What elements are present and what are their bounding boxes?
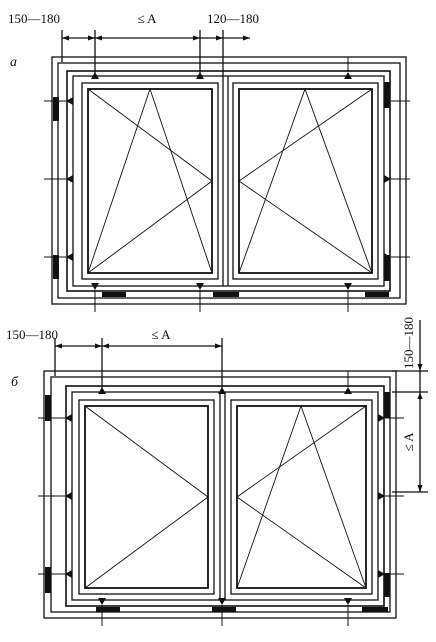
figure-a: [44, 30, 410, 312]
figure-a-anchors: [53, 72, 391, 297]
figure-a-opening: [51, 56, 407, 305]
figure-b-dim-vertical-middle: ≤ A: [401, 432, 416, 452]
figure-b-sash-right: [230, 399, 373, 595]
figure-b-dimension-lines-right: [392, 320, 428, 493]
figure-a-frame: [66, 70, 391, 292]
figure-a-dim-right: 120—180: [207, 11, 259, 26]
figure-a-sash-right: [232, 82, 379, 280]
figure-a-dimension-lines: [61, 30, 250, 76]
figure-a-label: а: [10, 55, 17, 70]
figure-a-fastener-lines: [44, 57, 410, 312]
figure-a-dim-left: 150—180: [8, 11, 60, 26]
figure-b-sash-left: [78, 399, 215, 595]
figure-a-dim-middle: ≤ A: [137, 11, 157, 26]
figure-b-dim-vertical-top: 150—180: [401, 317, 416, 369]
figure-b-fastener-lines: [38, 371, 404, 626]
figure-a-sash-left: [81, 82, 219, 280]
figure-b: [38, 320, 428, 626]
figure-b-dimension-lines-top: [54, 338, 223, 388]
figure-b-dim-left: 150—180: [6, 327, 58, 342]
figure-b-label: б: [11, 375, 19, 390]
figure-b-dim-middle: ≤ A: [151, 327, 171, 342]
figure-b-frame: [65, 385, 385, 607]
figure-b-anchors: [45, 387, 390, 612]
